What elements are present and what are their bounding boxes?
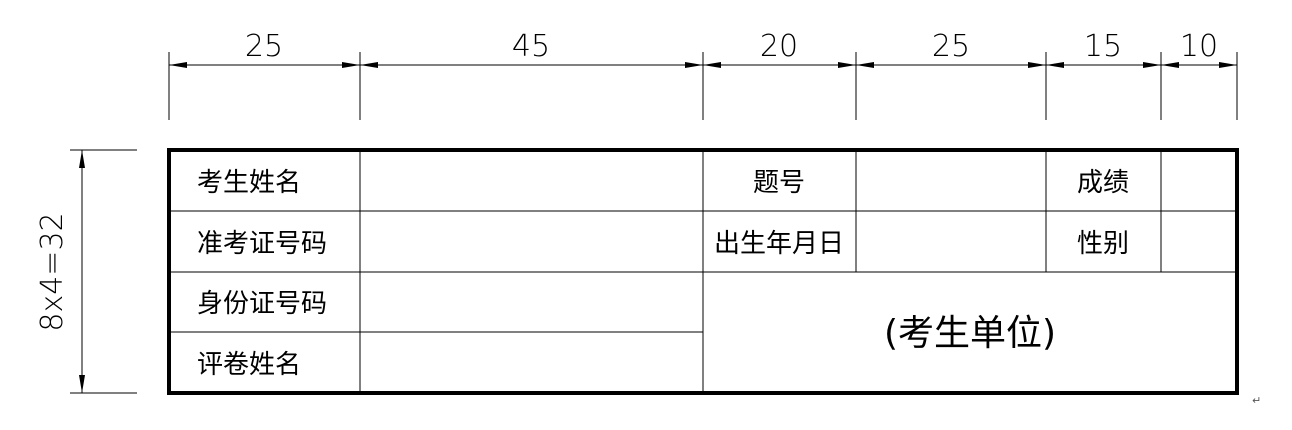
table-grid xyxy=(169,150,1237,393)
label-gender: 性别 xyxy=(1077,229,1129,259)
label-id-number: 身份证号码 xyxy=(197,289,327,319)
dim-label-col1: 25 xyxy=(245,29,283,64)
vertical-dimension xyxy=(70,149,137,394)
dimension-extension-lines xyxy=(168,52,1238,120)
label-exam-ticket-number: 准考证号码 xyxy=(197,229,327,259)
label-score: 成绩 xyxy=(1077,168,1129,198)
label-grader-name: 评卷姓名 xyxy=(197,350,301,380)
return-mark: ↵ xyxy=(1252,394,1261,407)
dim-label-col5: 15 xyxy=(1084,29,1122,64)
label-question-number: 题号 xyxy=(753,168,805,198)
dim-label-col4: 25 xyxy=(932,29,970,64)
label-candidate-name: 考生姓名 xyxy=(197,168,301,198)
dim-label-col6: 10 xyxy=(1180,29,1218,64)
label-birth-date: 出生年月日 xyxy=(714,229,844,259)
height-dimension-label: 8x4=32 xyxy=(35,212,70,331)
dim-label-col3: 20 xyxy=(760,29,798,64)
dim-label-col2: 45 xyxy=(512,29,550,64)
label-candidate-unit: (考生单位) xyxy=(884,313,1056,354)
